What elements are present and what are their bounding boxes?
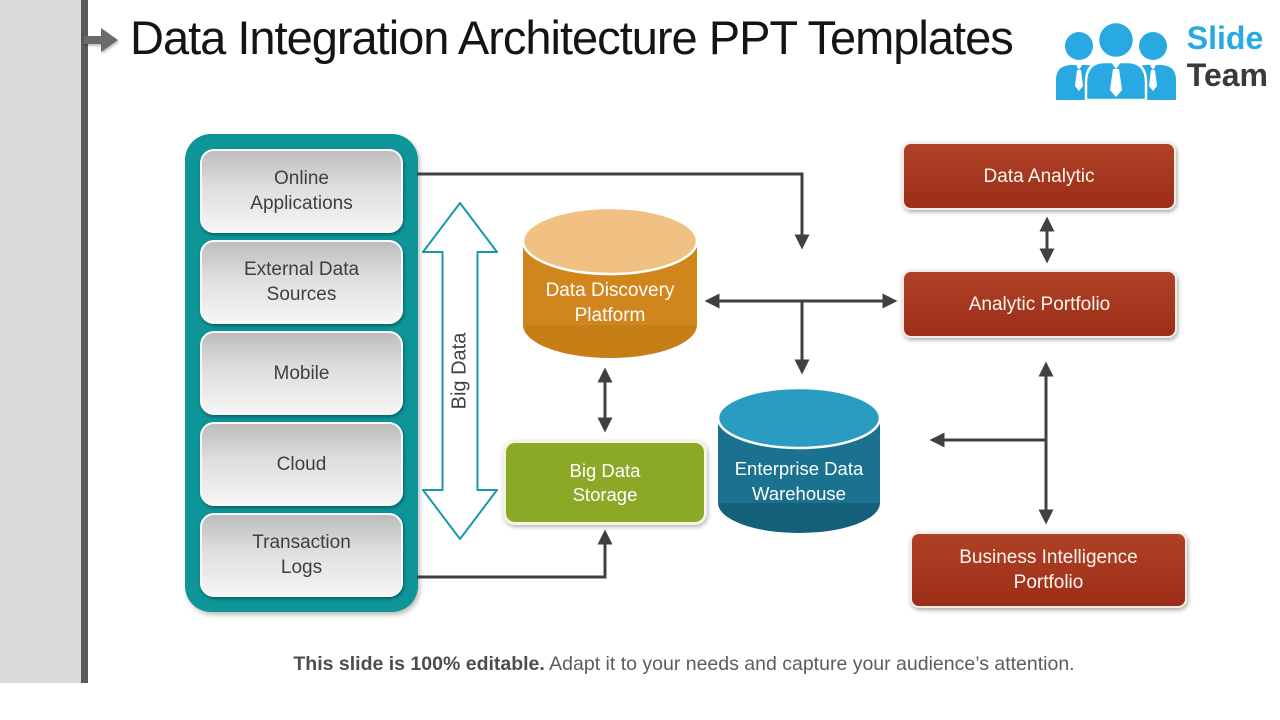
source-label: Online: [274, 168, 329, 189]
source-label: Transaction: [252, 532, 351, 553]
node-analytic-portfolio: Analytic Portfolio: [902, 270, 1177, 338]
left-margin-line: [81, 0, 88, 683]
node-enterprise-data-warehouse: Enterprise Data Warehouse: [716, 386, 882, 533]
footer-bold-text: This slide is 100% editable.: [293, 653, 545, 675]
slideteam-logo: Slide Team: [1053, 20, 1268, 100]
node-data-analytic: Data Analytic: [902, 142, 1176, 210]
node-label: Data Discovery Platform: [545, 280, 675, 326]
left-margin-strip: [0, 0, 81, 683]
logo-text-slide: Slide: [1186, 20, 1264, 56]
cylinder-teal-icon: [716, 386, 882, 533]
node-label: Data Analytic: [983, 165, 1095, 187]
big-data-label: Big Data: [448, 332, 471, 410]
source-box-mobile: Mobile: [200, 331, 403, 415]
source-label: Cloud: [276, 453, 327, 475]
node-label: Enterprise Data Warehouse: [734, 458, 864, 504]
node-business-intelligence-portfolio: Business Intelligence Portfolio: [910, 532, 1187, 608]
logo-text-team: Team: [1186, 57, 1268, 93]
node-label: Analytic Portfolio: [968, 293, 1111, 315]
node-data-discovery-platform: Data Discovery Platform: [521, 206, 699, 358]
logo-text: Slide Team: [1187, 20, 1268, 94]
people-icon: [1055, 20, 1176, 100]
footer-normal-text: Adapt it to your needs and capture your …: [544, 653, 1075, 675]
source-label: External Data: [243, 259, 360, 280]
connector-transaction-logs-to-storage: [417, 529, 613, 579]
title-arrow-bullet-icon: [84, 28, 118, 52]
source-box-cloud: Cloud: [200, 422, 403, 506]
node-label: Business Intelligence Portfolio: [959, 547, 1138, 593]
page-title: Data Integration Architecture PPT Templa…: [130, 11, 1014, 64]
source-label: Mobile: [273, 362, 330, 384]
footer-note: This slide is 100% editable. Adapt it to…: [88, 653, 1280, 676]
node-big-data-storage: Big Data Storage: [503, 440, 707, 525]
big-data-double-arrow: Big Data: [420, 201, 500, 541]
node-label: Big Data Storage: [569, 459, 641, 505]
